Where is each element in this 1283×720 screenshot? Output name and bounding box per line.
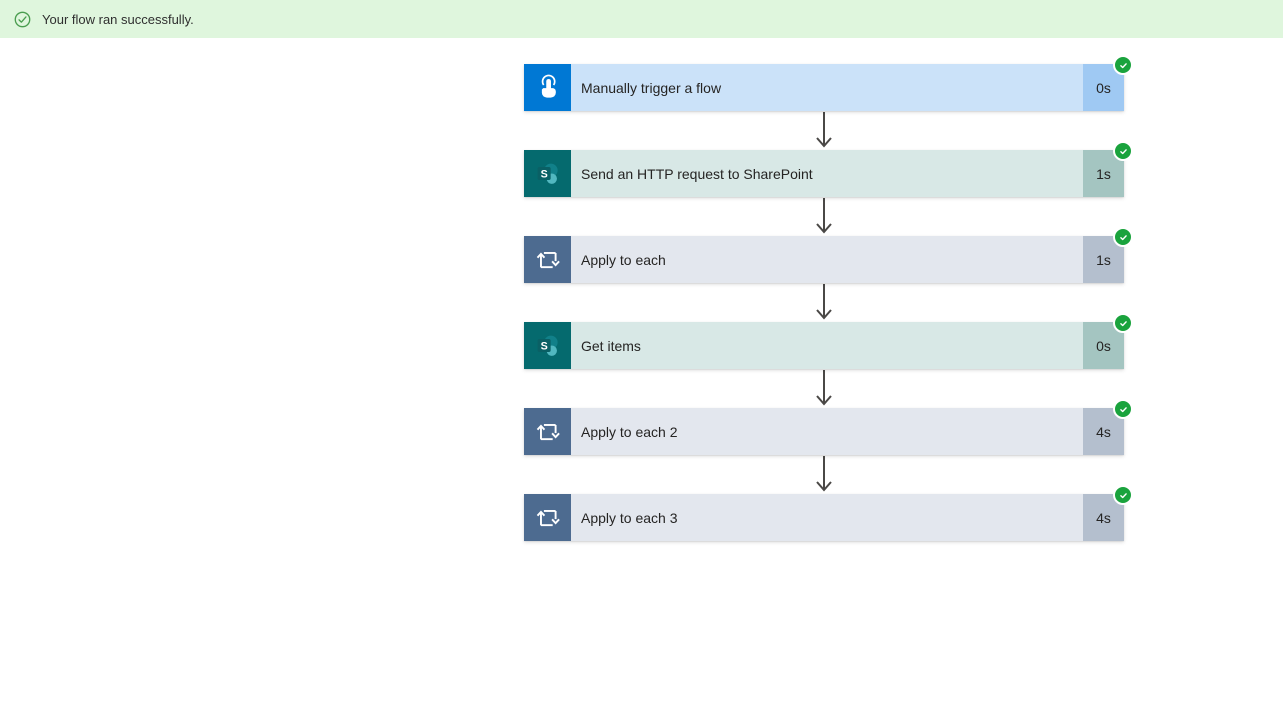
down-arrow-icon [816,283,832,320]
node-label: Apply to each 3 [571,494,1083,541]
sharepoint-icon: S [537,335,558,356]
node-label: Get items [571,322,1083,369]
connector-arrow [524,369,1124,408]
success-check-badge [1113,55,1133,75]
check-circle-outline-icon [14,11,31,27]
success-check-badge [1113,485,1133,505]
check-icon [1119,406,1127,412]
connector-arrow [524,111,1124,150]
down-arrow-icon [816,111,832,148]
down-arrow-icon [816,455,832,492]
check-icon [1119,234,1127,240]
flow-node-manually-trigger-a-flow[interactable]: Manually trigger a flow 0s [524,55,1133,111]
node-duration: 0s [1083,322,1124,369]
success-check-badge [1113,227,1133,247]
flow-node-get-items[interactable]: S Get items 0s [524,313,1133,369]
loop-icon [536,424,560,441]
check-icon [1119,148,1127,154]
check-icon [1119,62,1127,68]
svg-text:S: S [541,168,548,180]
loop-icon [536,510,560,527]
success-check-badge [1113,399,1133,419]
touch-icon [541,74,556,98]
flow-node-apply-to-each[interactable]: Apply to each 1s [524,227,1133,283]
banner-message: Your flow ran successfully. [42,11,194,27]
down-arrow-icon [816,369,832,406]
success-banner: Your flow ran successfully. [0,0,1283,38]
node-label: Send an HTTP request to SharePoint [571,150,1083,197]
node-label: Manually trigger a flow [571,64,1083,111]
loop-icon [536,252,560,269]
flow-node-apply-to-each-2[interactable]: Apply to each 2 4s [524,399,1133,455]
success-check-badge [1113,141,1133,161]
node-label: Apply to each [571,236,1083,283]
check-icon [1119,320,1127,326]
connector-arrow [524,197,1124,236]
check-icon [1119,492,1127,498]
connector-arrow [524,283,1124,322]
connector-arrow [524,455,1124,494]
sharepoint-icon: S [537,163,558,184]
flow-node-send-an-http-request-to-sharepoint[interactable]: S Send an HTTP request to SharePoint 1s [524,141,1133,197]
flow-node-apply-to-each-3[interactable]: Apply to each 3 4s [524,485,1133,541]
svg-text:S: S [541,340,548,352]
success-check-badge [1113,313,1133,333]
node-label: Apply to each 2 [571,408,1083,455]
down-arrow-icon [816,197,832,234]
flow-diagram: Manually trigger a flow 0s [524,55,1133,541]
